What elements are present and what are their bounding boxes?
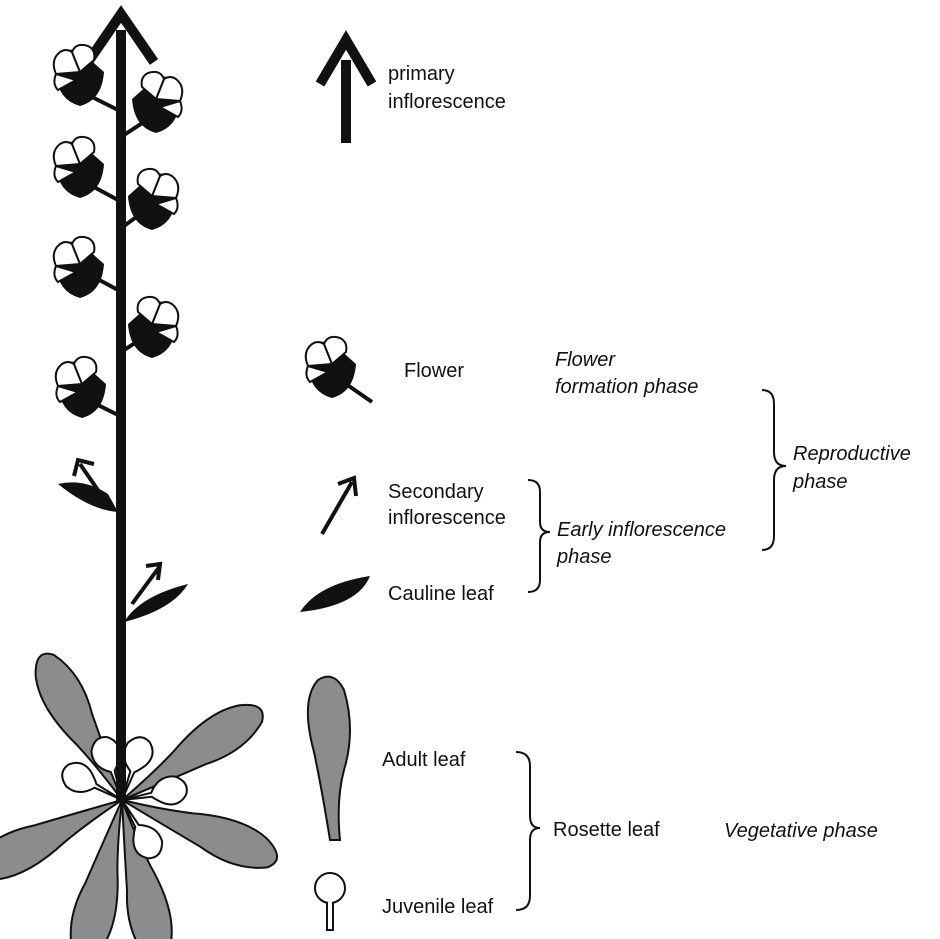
- plant-illustration: [0, 14, 284, 939]
- early-inflorescence-phase-label-1: Early inflorescence: [557, 519, 726, 541]
- legend-juvenile-leaf: Juvenile leaf: [315, 873, 494, 930]
- primary-inflorescence-arrow-icon: [320, 40, 372, 143]
- cauline-leaf-icon: [300, 576, 370, 612]
- rosette-leaves: [0, 645, 284, 939]
- rosette-brace: [516, 752, 540, 910]
- adult-leaf-icon: [308, 677, 350, 840]
- secondary-inflorescence-arrow-icon: [322, 478, 356, 534]
- legend-cauline-leaf: Cauline leaf: [300, 576, 494, 612]
- legend-adult-leaf: Adult leaf: [308, 677, 466, 840]
- vegetative-phase-label: Vegetative phase: [724, 820, 878, 842]
- flower-formation-phase-label-2: formation phase: [555, 376, 698, 398]
- legend-secondary-inflorescence: Secondary inflorescence: [322, 478, 506, 534]
- juvenile-leaf-icon: [315, 873, 345, 930]
- secondary-inflorescence-label-2: inflorescence: [388, 507, 506, 529]
- cauline-leaf-label: Cauline leaf: [388, 583, 494, 605]
- flower-icon: [306, 337, 372, 402]
- early-inflorescence-brace: [528, 480, 550, 592]
- reproductive-phase-label-1: Reproductive: [793, 443, 911, 465]
- flower-formation-phase-label-1: Flower: [555, 349, 616, 371]
- legend-flower: Flower: [306, 337, 465, 402]
- juvenile-leaf-label: Juvenile leaf: [382, 896, 494, 918]
- early-inflorescence-phase-label-2: phase: [556, 546, 612, 568]
- legend-primary-inflorescence: primary inflorescence: [320, 40, 506, 143]
- adult-leaf-label: Adult leaf: [382, 749, 466, 771]
- reproductive-brace: [762, 390, 786, 550]
- secondary-inflorescence-label-1: Secondary: [388, 481, 484, 503]
- reproductive-phase-label-2: phase: [792, 471, 848, 493]
- primary-inflorescence-label-1: primary: [388, 63, 455, 85]
- primary-inflorescence-label-2: inflorescence: [388, 91, 506, 113]
- flower-label: Flower: [404, 360, 464, 382]
- rosette-leaf-label: Rosette leaf: [553, 819, 660, 841]
